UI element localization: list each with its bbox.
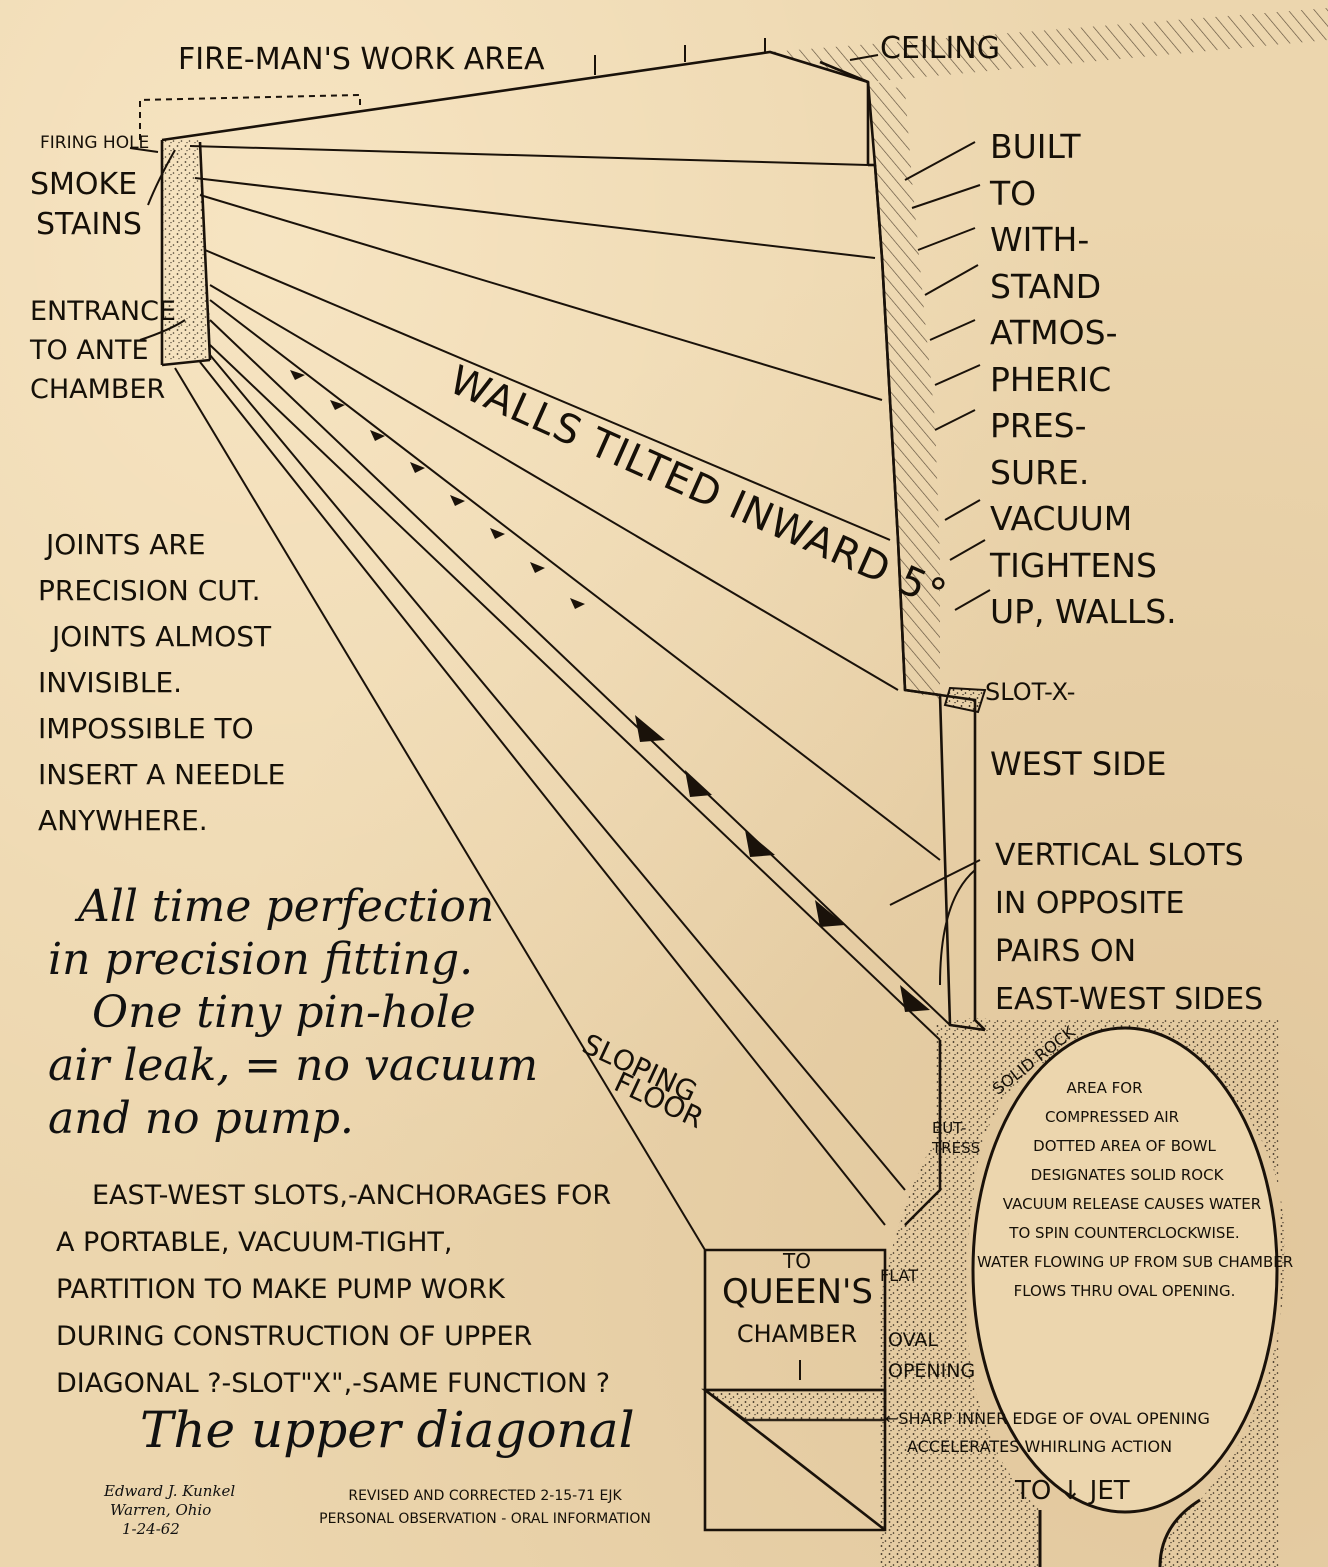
perfection-note: All time perfection in precision fitting… bbox=[48, 881, 539, 1144]
slot-x-label: SLOT-X- bbox=[985, 678, 1076, 706]
smoke-label: SMOKE bbox=[30, 167, 138, 202]
queens-chamber-label: TO QUEEN'S CHAMBER bbox=[722, 1249, 873, 1348]
leader-arrows bbox=[129, 38, 991, 1380]
firemans-work-area-label: FIRE-MAN'S WORK AREA bbox=[178, 42, 545, 77]
buttress-label: BUT-TRESS bbox=[932, 1119, 981, 1157]
west-side-label: WEST SIDE bbox=[990, 745, 1167, 783]
slot-x-mark bbox=[943, 686, 987, 714]
vertical-slots-label: VERTICAL SLOTS IN OPPOSITE PAIRS ON EAST… bbox=[995, 838, 1264, 1017]
bowl-description: AREA FOR COMPRESSED AIR DOTTED AREA OF B… bbox=[977, 1079, 1294, 1300]
signature: Edward J. Kunkel Warren, Ohio 1-24-62 bbox=[104, 1482, 236, 1538]
east-west-slots-note: EAST-WEST SLOTS,-ANCHORAGES FOR A PORTAB… bbox=[56, 1180, 612, 1399]
solid-rock-bowl bbox=[880, 1018, 1285, 1567]
right-column-text: BUILT TO WITH- STAND ATMOS- PHERIC PRES-… bbox=[990, 127, 1177, 631]
joints-note: JOINTS ARE PRECISION CUT. JOINTS ALMOST … bbox=[38, 528, 286, 837]
ceiling-label: CEILING bbox=[880, 31, 1000, 66]
fireman-work-area-outline bbox=[139, 93, 361, 140]
diagram-title: The upper diagonal bbox=[140, 1401, 635, 1459]
flat-label: FLAT bbox=[880, 1266, 918, 1285]
wall-stipple bbox=[162, 140, 210, 360]
stains-label: STAINS bbox=[36, 207, 142, 242]
firing-hole-label: FIRING HOLE bbox=[40, 133, 150, 153]
floor-outline bbox=[701, 688, 986, 1532]
wall-courses bbox=[174, 145, 951, 1251]
to-jet-label: TO ↓ JET bbox=[1015, 1476, 1130, 1506]
entrance-label: ENTRANCE TO ANTE CHAMBER bbox=[30, 296, 176, 405]
wall-outline bbox=[160, 50, 986, 1032]
sharp-edge-note: ←SHARP INNER EDGE OF OVAL OPENING ACCELE… bbox=[885, 1409, 1210, 1456]
revised-note: REVISED AND CORRECTED 2-15-71 EJK PERSON… bbox=[319, 1488, 651, 1527]
ceiling-hatch bbox=[770, 8, 1328, 700]
oval-opening-label: OVAL OPENING bbox=[888, 1329, 976, 1382]
vertical-slot-marks bbox=[290, 370, 930, 1012]
